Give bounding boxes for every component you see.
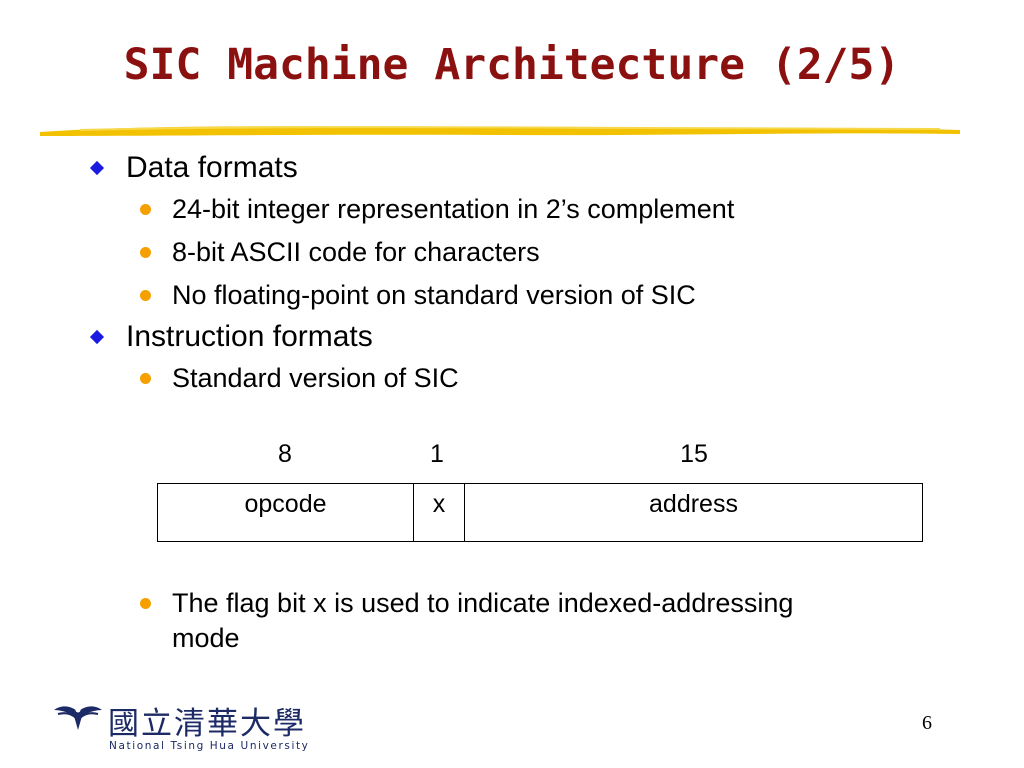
dot-bullet-icon [140,373,151,384]
diamond-bullet-icon [89,160,105,176]
university-name-chinese: 國立清華大學 [108,706,306,742]
list-item: Standard version of SIC [90,357,970,400]
dot-bullet-icon [140,247,151,258]
page-number: 6 [922,712,932,734]
slide-title: SIC Machine Architecture (2/5) [123,40,901,90]
list-item: No floating-point on standard version of… [90,274,970,317]
instruction-format-table: opcode x address [157,483,923,542]
dot-bullet-icon [140,204,151,215]
university-name-english: National Tsing Hua University [109,740,310,752]
field-opcode: opcode [158,484,414,541]
university-emblem-icon [54,706,102,730]
list-item: 8-bit ASCII code for characters [90,231,970,274]
list-item: 24-bit integer representation in 2’s com… [90,188,970,231]
dot-bullet-icon [140,598,151,609]
bit-width-address: 15 [680,440,708,468]
list-item-label: Standard version of SIC [172,363,459,393]
list-item-label: The flag bit x is used to indicate index… [172,588,794,653]
university-logo: 國立清華大學 National Tsing Hua University [52,700,312,755]
dot-bullet-icon [140,290,151,301]
instruction-bit-widths: 8 1 15 [0,440,1024,470]
list-item-label: 8-bit ASCII code for characters [172,237,540,267]
list-item-label: No floating-point on standard version of… [172,280,696,310]
section-heading-label: Instruction formats [126,320,373,353]
title-underline [40,126,960,136]
field-address: address [649,490,738,518]
bullet-list: Data formats 24-bit integer representati… [89,148,970,400]
field-x: x [414,484,465,541]
list-item-label: 24-bit integer representation in 2’s com… [172,194,735,224]
section-heading-instruction-formats: Instruction formats [89,317,970,357]
bit-width-opcode: 8 [278,440,292,468]
section-heading-label: Data formats [126,151,298,184]
list-item: The flag bit x is used to indicate index… [90,586,850,656]
diamond-bullet-icon [89,329,105,345]
section-heading-data-formats: Data formats [89,148,970,188]
note-item: The flag bit x is used to indicate index… [90,586,850,656]
bit-width-x: 1 [430,440,444,468]
